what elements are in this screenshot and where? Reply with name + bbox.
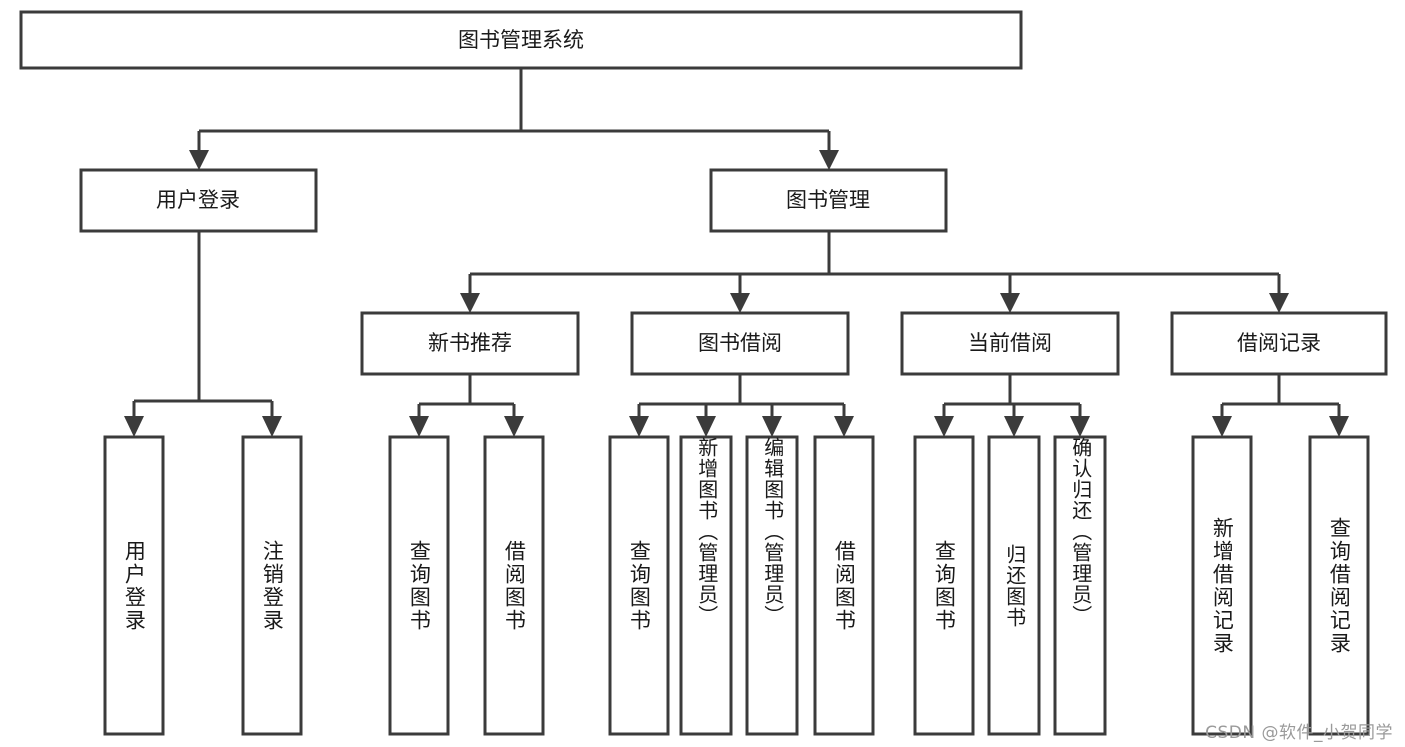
arrow-head-cb-leaf-1 — [934, 416, 954, 437]
node-book-management[interactable] — [709, 168, 948, 233]
node-book-borrow-label: 图书借阅 — [698, 331, 782, 355]
arrow-head-nb-leaf-2 — [504, 416, 524, 437]
leaf-book-borrow-query-book[interactable] — [608, 435, 670, 736]
node-root-label: 图书管理系统 — [458, 28, 584, 52]
leaf-new-book-query-book[interactable] — [388, 435, 450, 736]
node-borrow-record-label: 借阅记录 — [1237, 331, 1321, 355]
node-root-book-management-system[interactable] — [19, 10, 1023, 70]
leaf-user-login-logout[interactable] — [241, 435, 303, 736]
arrow-head-cb-leaf-3 — [1070, 416, 1090, 437]
node-new-book-recommend[interactable] — [360, 311, 580, 376]
arrow-head-cb-leaf-2 — [1004, 416, 1024, 437]
arrow-head-nb-leaf-1 — [409, 416, 429, 437]
arrow-head-user-login — [189, 150, 209, 170]
arrow-head-leaf-user-login — [124, 416, 144, 437]
arrow-head-current-borrow — [1000, 293, 1020, 313]
leaf-book-borrow-add-book-admin[interactable] — [679, 435, 733, 736]
arrow-head-bb-leaf-1 — [629, 416, 649, 437]
leaf-book-borrow-borrow-book[interactable] — [813, 435, 875, 736]
arrow-head-br-leaf-1 — [1212, 416, 1232, 437]
csdn-watermark: CSDN @软件_小贺同学 — [1205, 723, 1393, 743]
node-book-management-label: 图书管理 — [786, 188, 870, 212]
leaf-borrow-record-add-record[interactable] — [1191, 435, 1253, 736]
leaf-current-borrow-confirm-return-admin[interactable] — [1053, 435, 1107, 736]
arrow-head-bb-leaf-3 — [762, 416, 782, 437]
node-book-borrow[interactable] — [630, 311, 850, 376]
arrow-head-new-book — [460, 293, 480, 313]
node-user-login[interactable] — [79, 168, 318, 233]
leaf-user-login-login[interactable] — [103, 435, 165, 736]
arrow-head-leaf-logout — [262, 416, 282, 437]
arrow-head-borrow-record — [1269, 293, 1289, 313]
leaf-current-borrow-query-book[interactable] — [913, 435, 975, 736]
leaf-new-book-borrow-book[interactable] — [483, 435, 545, 736]
connector-layer — [124, 68, 1349, 437]
leaf-borrow-record-query-record[interactable] — [1308, 435, 1370, 736]
arrow-head-bb-leaf-4 — [834, 416, 854, 437]
leaf-current-borrow-return-book[interactable] — [987, 435, 1041, 736]
arrow-head-bb-leaf-2 — [696, 416, 716, 437]
node-new-book-recommend-label: 新书推荐 — [428, 331, 512, 355]
node-current-borrow-label: 当前借阅 — [968, 331, 1052, 355]
node-current-borrow[interactable] — [900, 311, 1120, 376]
arrow-head-br-leaf-2 — [1329, 416, 1349, 437]
node-layer: 图书管理系统 用户登录 图书管理 新书推荐 图书借阅 当前借阅 借阅记录 — [19, 10, 1388, 736]
leaf-book-borrow-edit-book-admin[interactable] — [745, 435, 799, 736]
arrow-head-book-borrow — [730, 293, 750, 313]
node-user-login-label: 用户登录 — [156, 188, 240, 212]
node-borrow-record[interactable] — [1170, 311, 1388, 376]
arrow-head-book-manage — [819, 150, 839, 170]
